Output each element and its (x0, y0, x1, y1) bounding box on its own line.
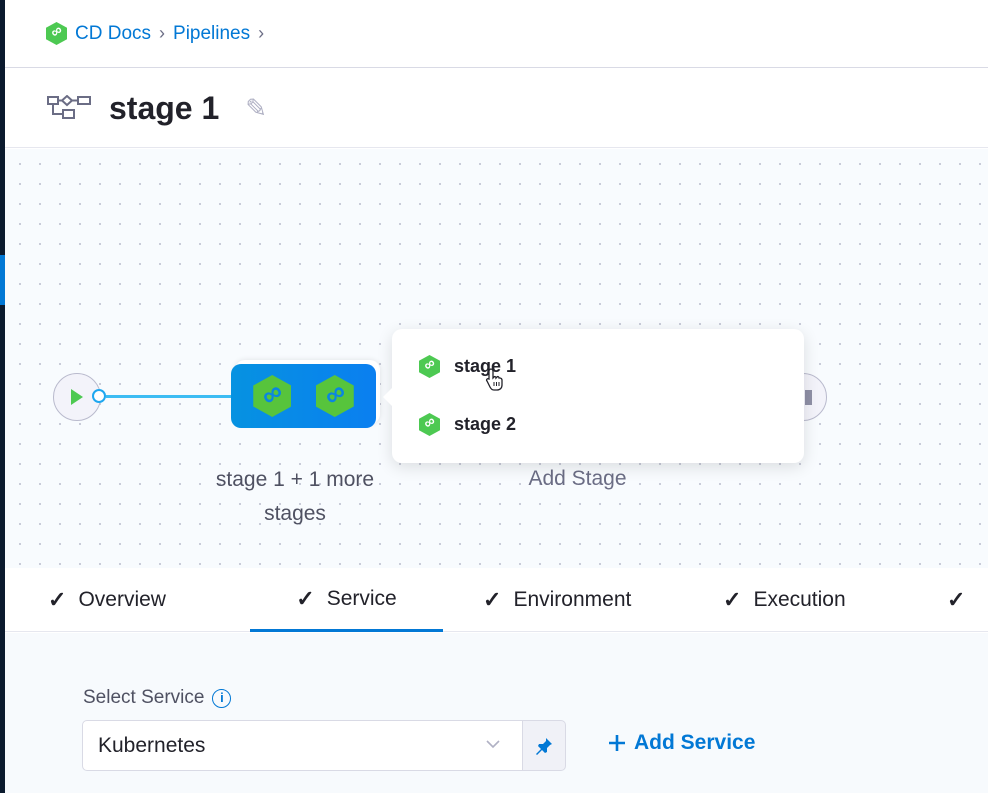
popover-item-stage-1[interactable]: stage 1 (419, 355, 516, 378)
check-icon: ✓ (296, 585, 315, 611)
pin-icon (536, 737, 552, 755)
tab-label: Execution (753, 588, 846, 611)
tab-label: Environment (513, 588, 632, 611)
stage-tabs: ✓ Overview ✓ Service ✓ Environment ✓ Executi… (5, 568, 988, 632)
stage-group-node[interactable] (231, 364, 376, 428)
tab-service[interactable]: ✓ Service (250, 568, 443, 632)
stage-group-label: stage 1 + 1 more stages (215, 468, 375, 525)
tab-execution[interactable]: ✓ Execution (723, 568, 846, 632)
cd-module-icon (46, 22, 67, 45)
breadcrumb-pipelines[interactable]: Pipelines (173, 22, 251, 44)
pipeline-canvas[interactable]: stage 1 + 1 more stages Add Stage stage … (5, 149, 988, 568)
cd-stage-icon (315, 375, 354, 417)
cd-stage-icon (419, 355, 440, 378)
tab-label: Overview (78, 588, 166, 611)
tab-overview[interactable]: ✓ Overview (48, 568, 166, 632)
tab-environment[interactable]: ✓ Environment (483, 568, 631, 632)
left-nav-sidebar (0, 0, 5, 793)
cd-stage-icon (419, 413, 440, 436)
chevron-down-icon (486, 740, 500, 749)
info-icon[interactable]: i (212, 688, 232, 708)
check-icon: ✓ (48, 587, 67, 612)
pin-button[interactable] (523, 720, 566, 771)
hand-cursor-icon (485, 368, 503, 391)
plus-icon (609, 735, 625, 751)
select-service-label: Select Service i (83, 687, 232, 709)
service-panel: Select Service i Kubernetes Add Service (5, 633, 988, 793)
breadcrumb: CD Docs › Pipelines › (5, 0, 988, 68)
cd-stage-icon (253, 375, 292, 417)
add-stage-label[interactable]: Add Stage (528, 467, 627, 490)
tab-label: Service (326, 586, 397, 610)
add-service-label: Add Service (634, 731, 756, 754)
chevron-right-icon: › (159, 23, 166, 43)
connector-port[interactable] (92, 389, 106, 403)
tab-truncated[interactable]: ✓ (947, 568, 965, 632)
stage-group-popover: stage 1 stage 2 (383, 329, 804, 463)
check-icon: ✓ (947, 587, 966, 612)
breadcrumb-cd-docs[interactable]: CD Docs (75, 22, 152, 44)
stage-header: stage 1 ✎ (5, 69, 988, 148)
service-select-value: Kubernetes (98, 733, 206, 757)
sidebar-active-indicator (0, 255, 5, 305)
field-label: Select Service (83, 687, 205, 708)
popover-item-stage-2[interactable]: stage 2 (419, 413, 516, 436)
connector-line (106, 395, 232, 398)
popover-item-label: stage 2 (454, 414, 517, 434)
page-title: stage 1 (109, 89, 220, 126)
check-icon: ✓ (723, 587, 742, 612)
popover-item-label: stage 1 (454, 356, 517, 376)
edit-pencil-icon[interactable]: ✎ (245, 92, 268, 123)
chevron-right-icon: › (258, 23, 265, 43)
check-icon: ✓ (483, 587, 502, 612)
pipeline-stage-icon (47, 95, 91, 119)
service-select[interactable]: Kubernetes (82, 720, 523, 771)
add-service-button[interactable]: Add Service (608, 731, 755, 755)
